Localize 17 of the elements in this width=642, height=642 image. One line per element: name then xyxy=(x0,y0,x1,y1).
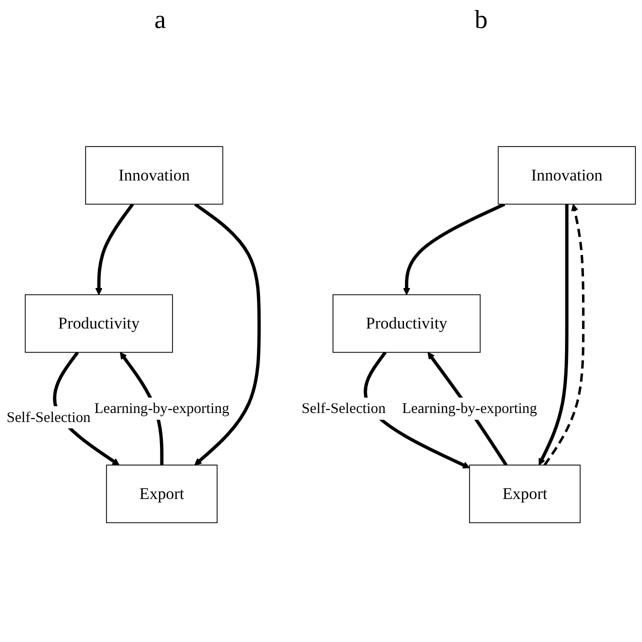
panel-label: a xyxy=(154,5,166,35)
node-box: Productivity xyxy=(332,294,481,354)
arrow xyxy=(95,204,134,296)
panel-label: b xyxy=(474,5,488,35)
node-box: Export xyxy=(106,465,218,524)
arrow xyxy=(402,203,506,296)
arrow xyxy=(194,203,261,466)
arrow xyxy=(544,204,585,466)
arrow xyxy=(538,204,568,466)
edge-label: Learning-by-exporting xyxy=(94,400,230,417)
node-box: Innovation xyxy=(498,146,636,205)
edge-label: Self-Selection xyxy=(302,400,386,417)
edge-label: Self-Selection xyxy=(6,408,91,426)
node-box: Productivity xyxy=(24,294,173,354)
node-box: Innovation xyxy=(85,146,224,205)
node-box: Export xyxy=(469,465,581,524)
edge-label: Learning-by-exporting xyxy=(402,400,538,417)
